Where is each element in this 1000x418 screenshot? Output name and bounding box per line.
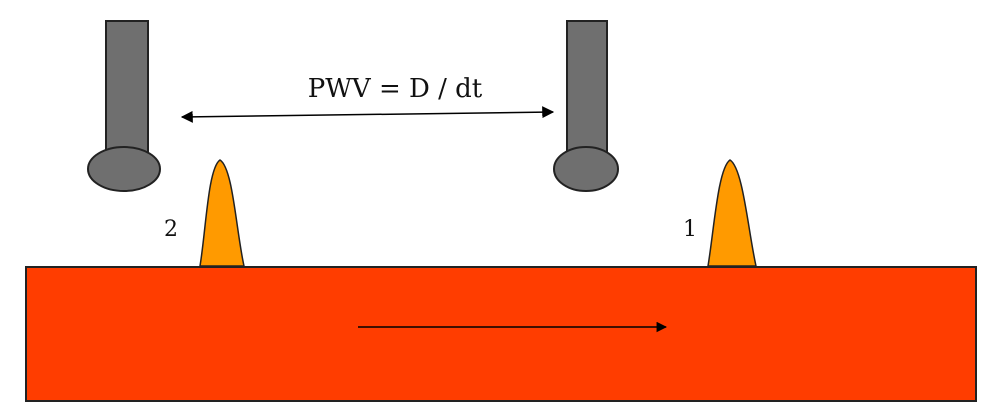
site-1-label: 1 bbox=[683, 217, 697, 242]
sensor-probe-left bbox=[87, 20, 161, 192]
pulse-wave-icon-site-1 bbox=[707, 159, 757, 267]
probe-left-shaft bbox=[105, 20, 149, 164]
probe-left-head bbox=[87, 146, 161, 192]
sensor-probe-right bbox=[553, 20, 619, 192]
formula-label: PWV = D / dt bbox=[308, 74, 483, 104]
artery-vessel bbox=[25, 266, 977, 402]
probe-right-head bbox=[553, 146, 619, 192]
pulse-wave-icon-site-2 bbox=[199, 159, 245, 267]
double-headed-arrow-icon bbox=[180, 106, 555, 123]
site-2-label: 2 bbox=[164, 217, 178, 242]
probe-right-shaft bbox=[566, 20, 608, 164]
